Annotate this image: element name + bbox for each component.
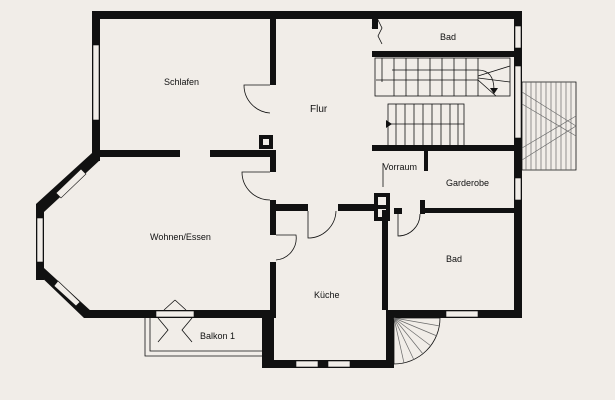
door-swings [157,19,421,343]
room-label-schlafen: Schlafen [164,77,199,87]
room-label-wohnen-essen: Wohnen/Essen [150,232,211,242]
balcony-outline [144,318,262,357]
room-labels: Schlafen Flur Bad Vorraum Garderobe Wohn… [150,32,489,341]
room-label-vorraum: Vorraum [383,162,417,172]
interior-walls [100,19,522,318]
windows [36,25,522,368]
room-label-kueche: Küche [314,290,340,300]
stairs-upper [374,57,511,97]
room-label-bad-top: Bad [440,32,456,42]
room-label-flur: Flur [310,104,328,115]
room-label-balkon: Balkon 1 [200,331,235,341]
room-label-garderobe: Garderobe [446,178,489,188]
room-label-bad-bottom: Bad [446,254,462,264]
stairs-lower [386,103,465,147]
outdoor-steps-hatch [521,81,577,171]
corner-steps-hatch [393,317,441,365]
